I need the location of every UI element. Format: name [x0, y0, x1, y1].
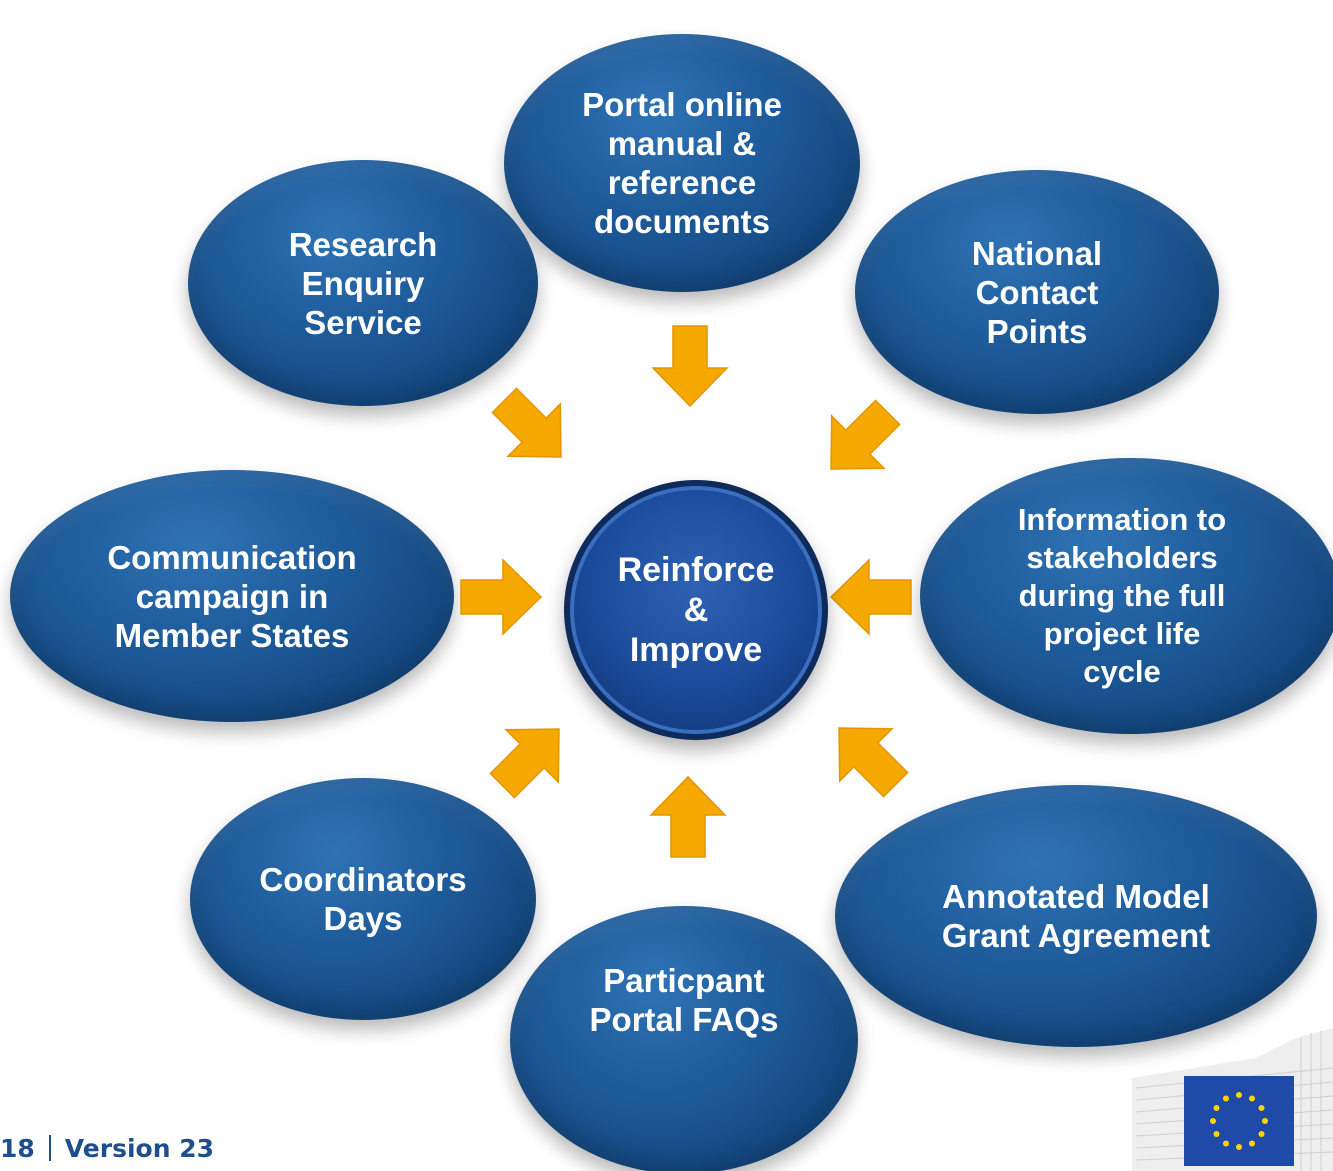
bubble-research-enquiry-label: Research Enquiry Service — [288, 225, 438, 341]
arrow-from-national — [815, 395, 905, 485]
arrow-from-research — [487, 383, 577, 473]
center-circle: Reinforce & Improve — [564, 480, 828, 740]
footer-separator — [48, 1135, 51, 1161]
bubble-communication-label: Communication campaign in Member States — [107, 538, 357, 654]
bubble-participant-faqs: Particpant Portal FAQs — [510, 906, 858, 1171]
bubble-annotated-mga-label: Annotated Model Grant Agreement — [941, 878, 1211, 954]
center-label: Reinforce & Improve — [617, 551, 775, 669]
bubble-communication: Communication campaign in Member States — [10, 470, 454, 722]
arrow-from-stakeholders — [827, 552, 917, 642]
bubble-portal-manual-label: Portal online manual & reference documen… — [582, 86, 782, 240]
eu-flag-icon — [1184, 1076, 1294, 1166]
footer: 18 Version 23 — [0, 1128, 214, 1168]
bubble-annotated-mga: Annotated Model Grant Agreement — [835, 785, 1317, 1047]
bubble-coordinators-label: Coordinators Days — [259, 861, 467, 937]
bubble-national-contact: National Contact Points — [855, 170, 1219, 414]
bubble-stakeholders: Information to stakeholders during the f… — [920, 458, 1333, 734]
arrow-from-participant-faqs — [643, 773, 733, 863]
bubble-portal-manual: Portal online manual & reference documen… — [504, 34, 860, 292]
bubble-coordinators: Coordinators Days — [190, 778, 536, 1020]
bubble-national-contact-label: National Contact Points — [971, 234, 1103, 350]
eu-logo — [1126, 1028, 1333, 1171]
arrow-from-annotated-mga — [823, 712, 913, 802]
bubble-stakeholders-label: Information to stakeholders during the f… — [1017, 502, 1227, 689]
arrow-from-portal — [645, 320, 735, 410]
page-number: 18 — [0, 1133, 35, 1163]
version-label: Version 23 — [64, 1133, 214, 1163]
arrow-from-coordinators — [485, 713, 575, 803]
bubble-participant-faqs-label: Particpant Portal FAQs — [589, 962, 779, 1038]
arrow-from-communication — [455, 552, 545, 642]
bubble-research-enquiry: Research Enquiry Service — [188, 160, 538, 406]
